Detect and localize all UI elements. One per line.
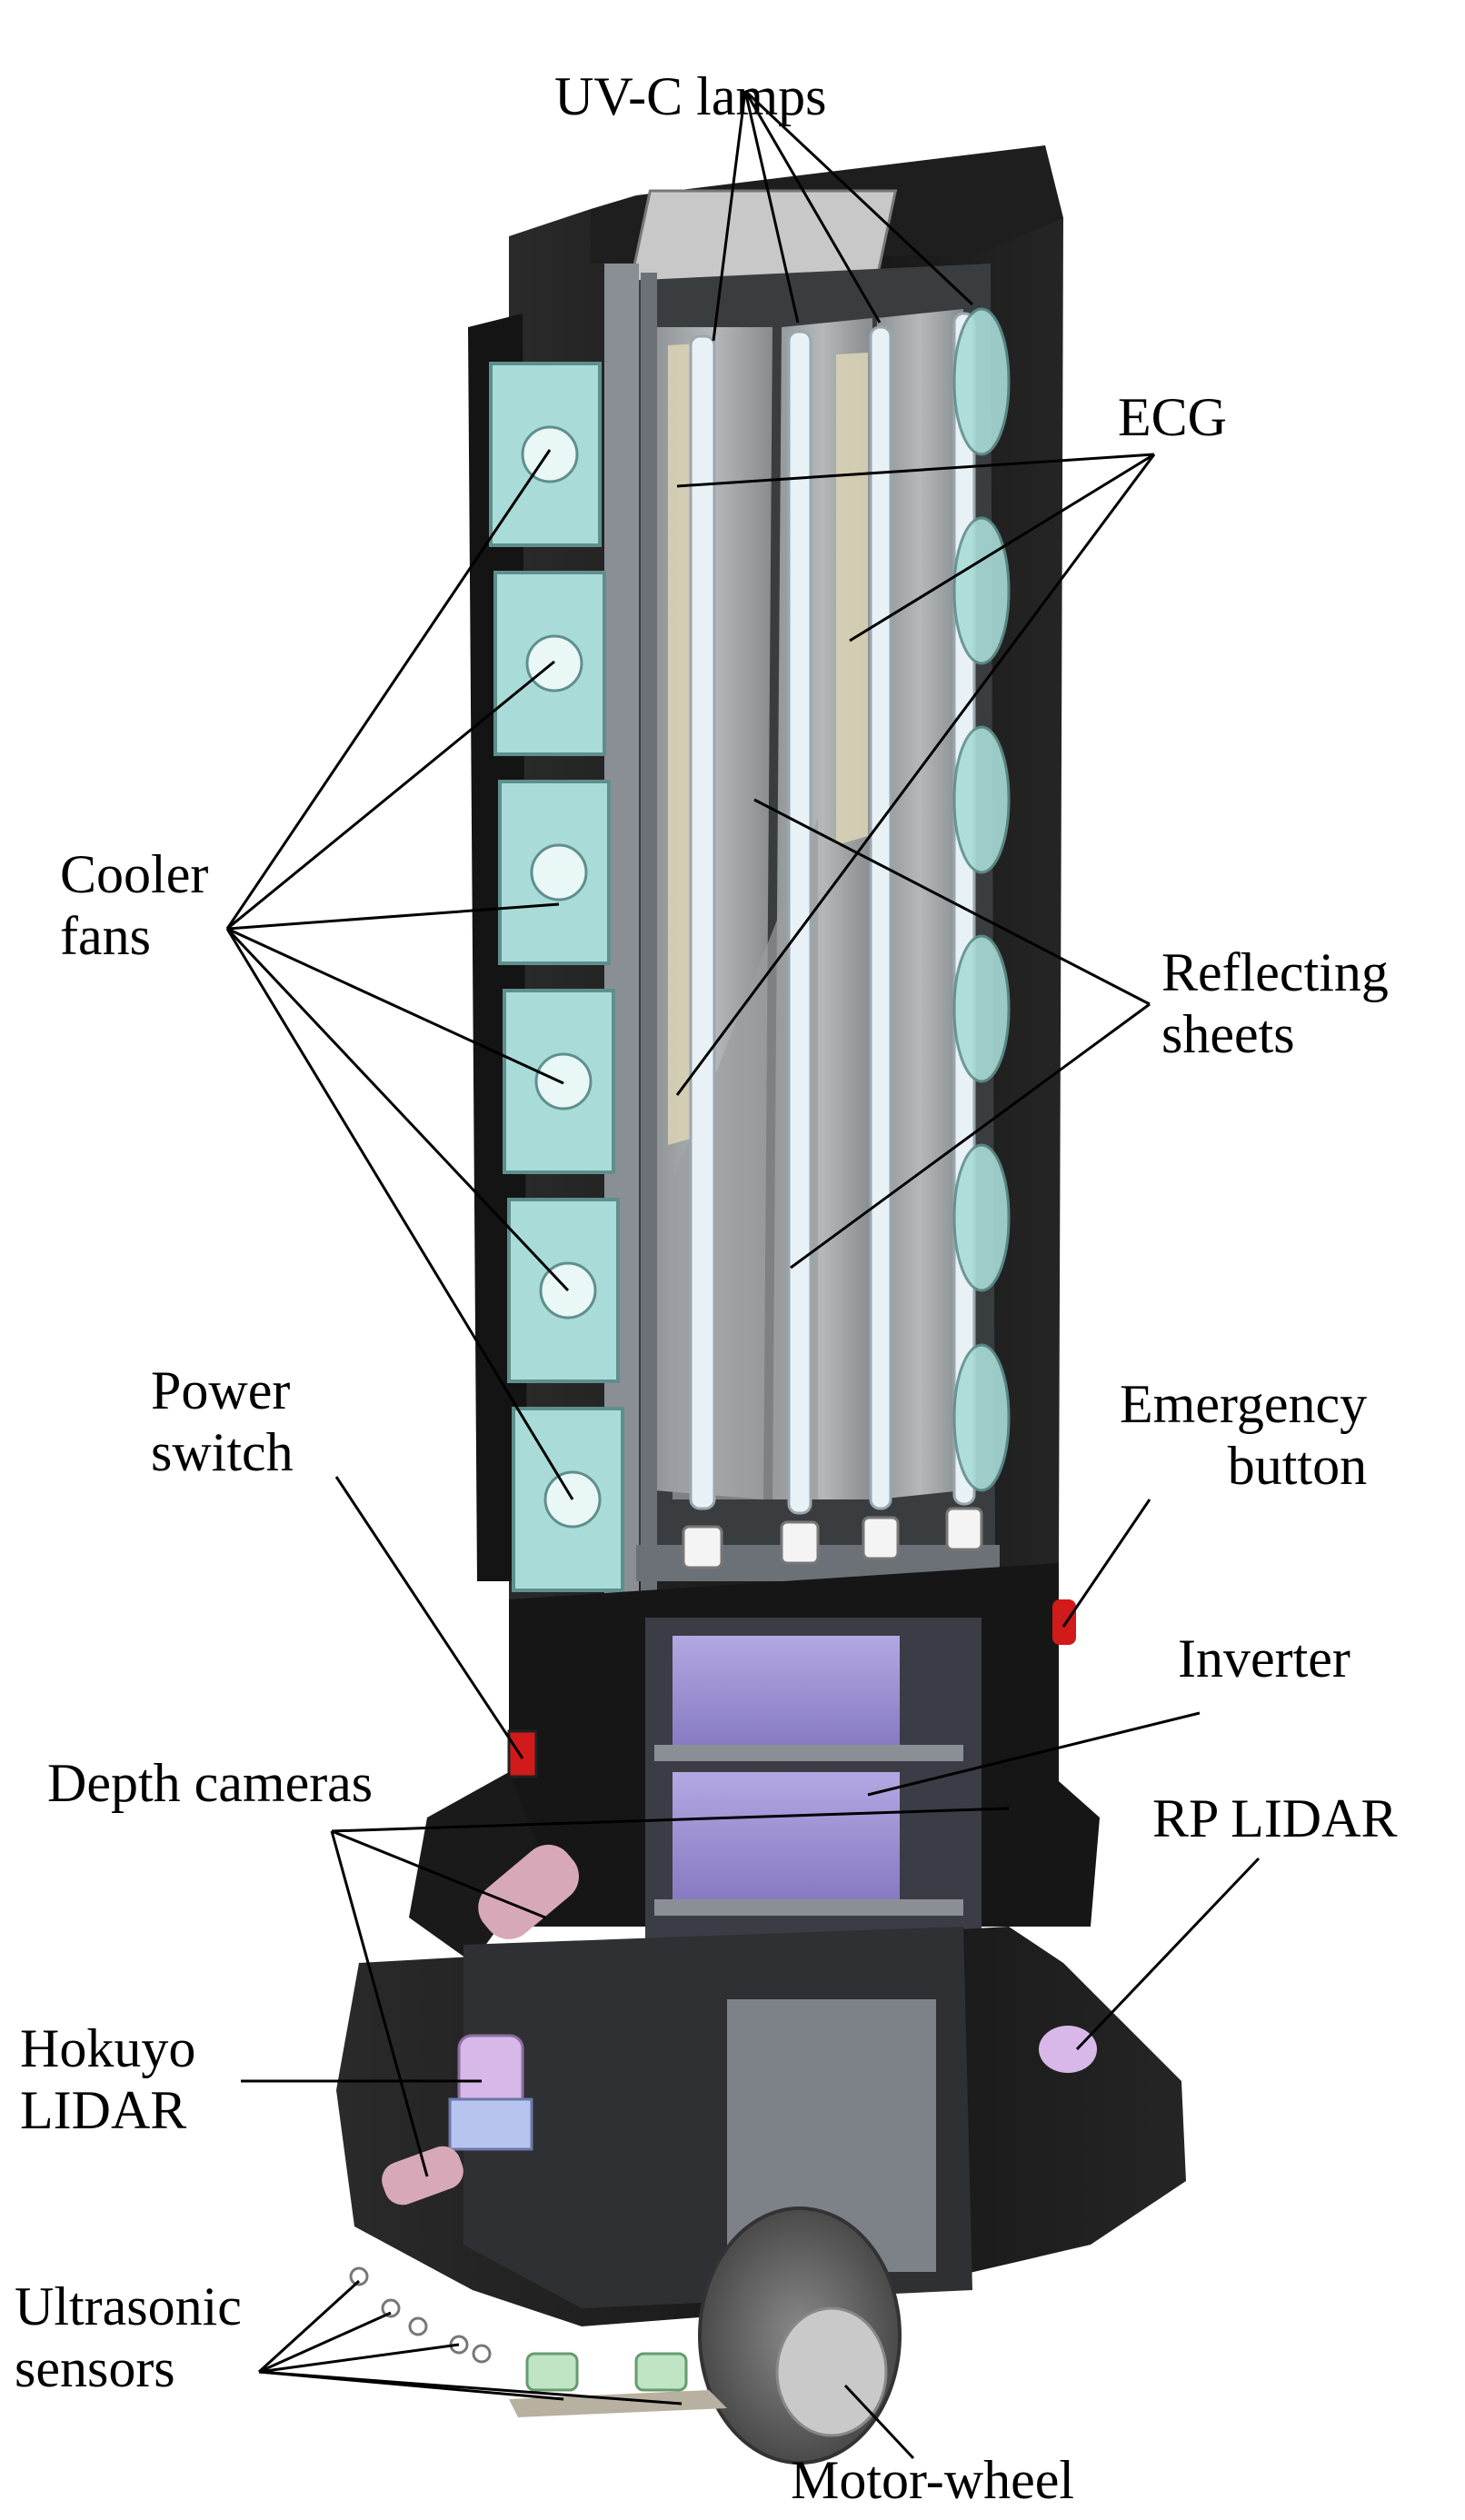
leader-fan-4: [226, 927, 564, 1085]
label-rp-lidar: RP LIDAR: [1152, 1788, 1398, 1848]
leader-emergency: [1061, 1499, 1151, 1628]
leader-ecg-2: [849, 453, 1155, 642]
right-fans: [952, 307, 1011, 1492]
leader-us-2: [258, 2311, 392, 2374]
leader-us-5: [258, 2370, 683, 2405]
leader-fan-5: [225, 927, 570, 1292]
leader-fan-6: [225, 928, 574, 1500]
label-depth-cameras: Depth cameras: [47, 1753, 374, 1813]
leader-reflect-2: [790, 1002, 1151, 1270]
leader-us-1: [257, 2279, 361, 2374]
depth-camera-upper: [478, 1844, 580, 1939]
battery-2: [673, 1772, 900, 1908]
uvc-lamp-1: [689, 334, 716, 1510]
motor-wheel-hub: [775, 2306, 888, 2437]
leader-depth-1: [331, 1807, 1010, 1833]
label-reflecting-sheets: Reflecting sheets: [1161, 942, 1389, 1064]
hokuyo-lidar-shape: [457, 2034, 524, 2110]
battery-1: [673, 1636, 900, 1754]
ultrasonic-sensors-shapes: [349, 2266, 492, 2364]
emergency-button-shape: [1052, 1599, 1076, 1645]
leader-rplidar: [1075, 1857, 1261, 2051]
leader-ecg-1: [676, 453, 1155, 488]
power-switch: [507, 1729, 538, 1778]
label-hokuyo-lidar: Hokuyo LIDAR: [20, 2018, 196, 2140]
lamp-sockets: [682, 1507, 983, 1569]
leader-uvc-4: [743, 89, 974, 306]
rp-lidar-shape: [1039, 2026, 1097, 2073]
depth-camera-housing: [409, 1772, 545, 1963]
leader-depth-3: [330, 1830, 429, 2177]
hokuyo-lidar-base: [448, 2097, 533, 2151]
uvc-lamp-2: [787, 330, 812, 1515]
label-emergency-button: Emergency button: [1120, 1374, 1368, 1496]
leader-fan-1: [225, 449, 552, 930]
leader-ecg-3: [675, 453, 1156, 1096]
leader-fan-3: [226, 902, 560, 931]
leader-fan-2: [226, 660, 555, 931]
leader-uvc-3: [743, 90, 882, 324]
label-ultrasonic-sensors: Ultrasonic sensors: [15, 2276, 242, 2398]
leader-lines: [225, 89, 1261, 2460]
label-power-switch: Power switch: [151, 1360, 294, 1482]
reflect-sheet-3: [877, 309, 963, 1499]
leader-reflect-1: [753, 798, 1151, 1006]
leader-uvc-2: [743, 90, 800, 324]
label-motor-wheel: Motor-wheel: [791, 2450, 1075, 2510]
base-skirt: [509, 2390, 727, 2417]
cooler-fan-hubs: [521, 425, 602, 1529]
label-ecg: ECG: [1118, 387, 1227, 447]
depth-camera-lower: [382, 2146, 463, 2206]
label-cooler-fans: Cooler fans: [60, 844, 209, 966]
leader-uvc-1: [712, 90, 747, 342]
uvc-lamp-3: [869, 325, 892, 1510]
leader-motor: [843, 2384, 915, 2460]
label-inverter: Inverter: [1178, 1629, 1350, 1688]
leader-inverter: [867, 1711, 1201, 1797]
frame-column-left-2: [641, 273, 657, 1618]
inverter-rails: [654, 1745, 963, 1916]
leader-power: [334, 1476, 524, 1759]
leader-us-3: [258, 2343, 460, 2374]
label-uvc-lamps: UV-C lamps: [554, 66, 827, 126]
leader-depth-2: [331, 1829, 546, 1919]
ultrasonic-front: [525, 2352, 688, 2392]
ecg-panel-2: [836, 353, 868, 845]
